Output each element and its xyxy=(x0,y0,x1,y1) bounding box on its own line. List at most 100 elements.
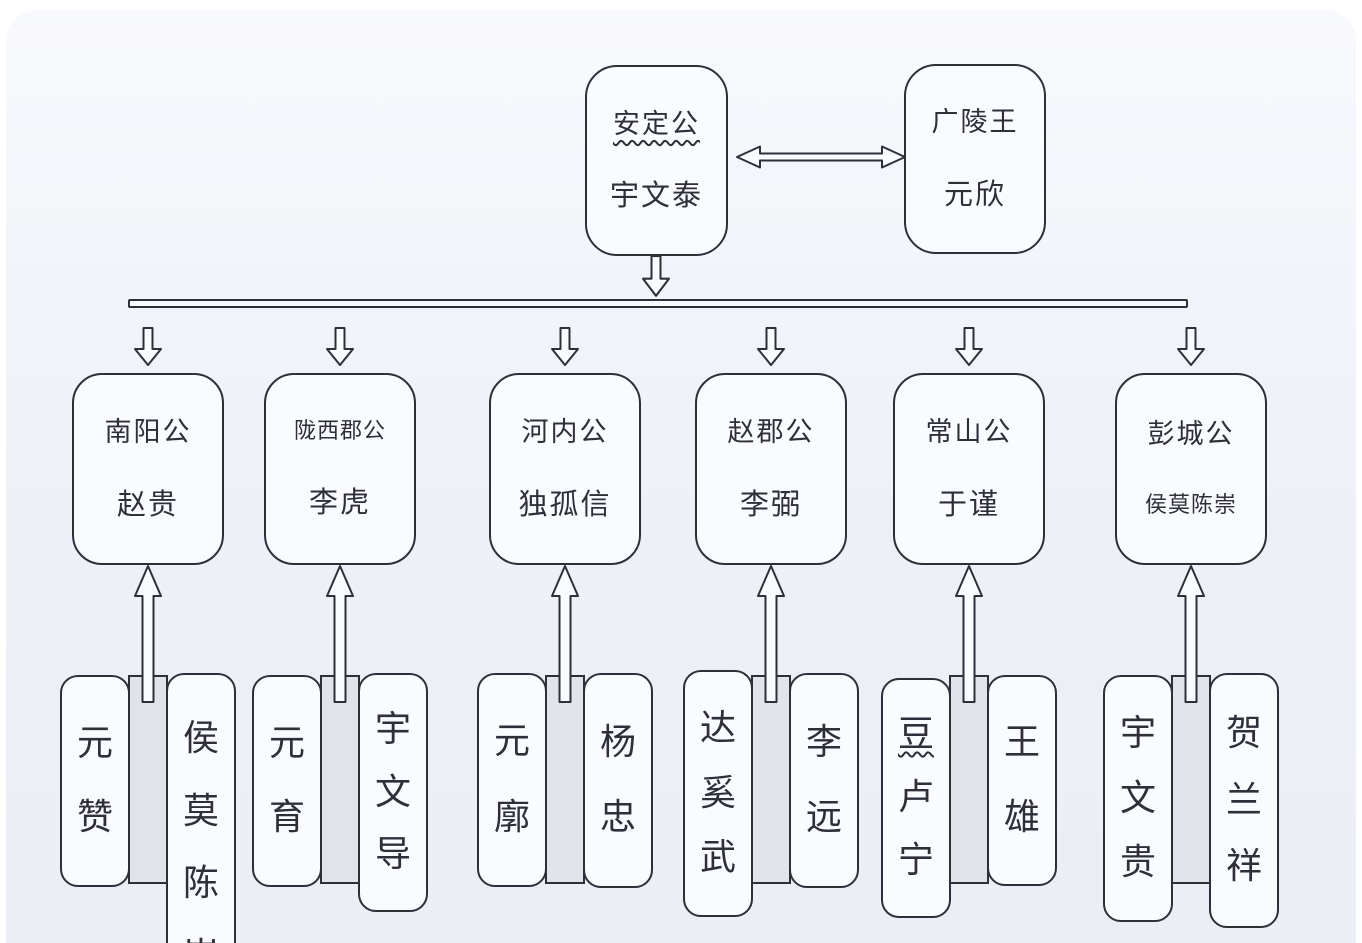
root-down-arrow-connector xyxy=(641,255,671,298)
pillar-name: 李虎 xyxy=(308,485,371,520)
arrow-shaft-band xyxy=(1171,675,1211,884)
down-arrow-icon xyxy=(954,327,984,367)
arrow-shaft-band xyxy=(751,675,791,884)
name-char: 侯 xyxy=(182,718,219,760)
general-node: 元育 xyxy=(252,675,322,887)
name-char: 宁 xyxy=(897,840,934,881)
general-name: 贺兰祥 xyxy=(1211,675,1277,926)
node-yuwentai-title: 安定公 xyxy=(613,108,700,140)
name-char: 奚 xyxy=(699,772,736,814)
down-arrow-icon xyxy=(133,327,163,367)
node-yuanxin: 广陵王 元欣 xyxy=(904,64,1046,254)
node-yuanxin-title: 广陵王 xyxy=(931,107,1019,139)
name-char: 祥 xyxy=(1225,846,1262,888)
name-char: 忠 xyxy=(599,797,636,839)
arrow-shaft-band xyxy=(320,675,360,884)
name-char: 远 xyxy=(805,797,842,839)
name-char: 元 xyxy=(76,722,113,764)
general-node: 元廓 xyxy=(477,673,547,887)
arrow-shaft-band xyxy=(545,675,585,884)
general-name: 元育 xyxy=(254,677,320,885)
name-char: 导 xyxy=(374,834,411,876)
name-char: 卢 xyxy=(897,777,934,818)
name-char: 赞 xyxy=(76,797,113,839)
pillar-name: 独孤信 xyxy=(518,487,612,521)
name-char: 兰 xyxy=(1225,779,1262,821)
general-name: 侯莫陈崇 xyxy=(168,675,234,943)
general-node: 贺兰祥 xyxy=(1209,673,1279,928)
general-node: 杨忠 xyxy=(583,673,653,888)
name-char: 育 xyxy=(268,797,305,839)
name-char: 元 xyxy=(268,722,305,764)
up-arrow-icon xyxy=(955,564,983,704)
general-name: 豆卢宁 xyxy=(883,680,949,916)
general-node: 宇文导 xyxy=(358,673,428,912)
name-char: 文 xyxy=(1119,777,1156,819)
up-arrow-icon xyxy=(551,564,579,704)
up-arrow-icon xyxy=(1177,564,1205,704)
general-node: 元赞 xyxy=(60,675,130,887)
name-char: 达 xyxy=(699,707,736,749)
up-arrow-icon xyxy=(757,564,785,704)
pillar-name: 李弼 xyxy=(739,487,802,521)
down-arrow-icon xyxy=(1176,327,1206,367)
pillar-name: 侯莫陈崇 xyxy=(1144,492,1237,518)
up-arrow-icon xyxy=(134,564,162,704)
general-name: 元廓 xyxy=(479,675,545,885)
name-char: 廓 xyxy=(493,796,530,838)
name-char: 贵 xyxy=(1119,842,1156,884)
pillar-node-1: 南阳公 赵贵 xyxy=(72,373,224,565)
down-arrow-icon xyxy=(325,327,355,367)
pillar-title: 南阳公 xyxy=(104,417,192,448)
pillar-title: 陇西郡公 xyxy=(293,418,386,444)
arrow-shaft-band xyxy=(949,675,989,884)
general-name: 元赞 xyxy=(62,677,128,885)
name-char: 贺 xyxy=(1225,712,1262,754)
name-char: 王 xyxy=(1003,722,1040,764)
name-char: 陈 xyxy=(182,863,219,905)
name-char: 元 xyxy=(493,721,530,763)
name-char: 崇 xyxy=(183,938,219,943)
name-char: 宇 xyxy=(1119,712,1156,754)
general-node: 王雄 xyxy=(987,675,1057,886)
pillar-title: 赵郡公 xyxy=(727,417,815,448)
general-name: 杨忠 xyxy=(585,675,651,886)
down-arrow-icon xyxy=(550,327,580,367)
double-headed-arrow-connector xyxy=(734,142,908,172)
general-node: 宇文贵 xyxy=(1103,675,1173,922)
general-node: 李远 xyxy=(789,673,859,888)
node-yuanxin-name: 元欣 xyxy=(943,176,1006,211)
up-arrow-icon xyxy=(326,564,354,704)
pillar-name: 于谨 xyxy=(937,487,1000,521)
pillar-node-2: 陇西郡公 李虎 xyxy=(264,373,416,565)
general-node: 达奚武 xyxy=(683,670,753,917)
branch-bar xyxy=(128,299,1188,308)
pillar-node-4: 赵郡公 李弼 xyxy=(695,373,847,565)
pillar-node-3: 河内公 独孤信 xyxy=(489,373,641,565)
pillar-title: 河内公 xyxy=(521,417,609,448)
name-char: 杨 xyxy=(599,721,636,763)
node-yuwentai: 安定公 宇文泰 xyxy=(585,65,728,256)
general-name: 宇文贵 xyxy=(1105,677,1171,920)
arrow-shaft-band xyxy=(128,675,168,884)
general-node: 侯莫陈崇 xyxy=(166,673,236,943)
pillar-title: 彭城公 xyxy=(1147,419,1235,451)
name-char: 豆 xyxy=(897,714,934,755)
name-char: 宇 xyxy=(374,708,411,750)
general-name: 达奚武 xyxy=(685,672,751,915)
node-yuwentai-name: 宇文泰 xyxy=(609,178,703,213)
general-name: 王雄 xyxy=(989,677,1055,884)
name-char: 武 xyxy=(699,837,736,879)
general-node: 豆卢宁 xyxy=(881,678,951,918)
down-arrow-icon xyxy=(756,327,786,367)
pillar-title: 常山公 xyxy=(925,417,1013,448)
pillar-node-5: 常山公 于谨 xyxy=(893,373,1045,565)
name-char: 文 xyxy=(374,771,411,813)
name-char: 雄 xyxy=(1003,796,1040,838)
general-name: 宇文导 xyxy=(360,675,426,910)
general-name: 李远 xyxy=(791,675,857,886)
pillar-node-6: 彭城公 侯莫陈崇 xyxy=(1115,373,1267,565)
pillar-name: 赵贵 xyxy=(116,487,179,521)
name-char: 李 xyxy=(805,721,842,763)
